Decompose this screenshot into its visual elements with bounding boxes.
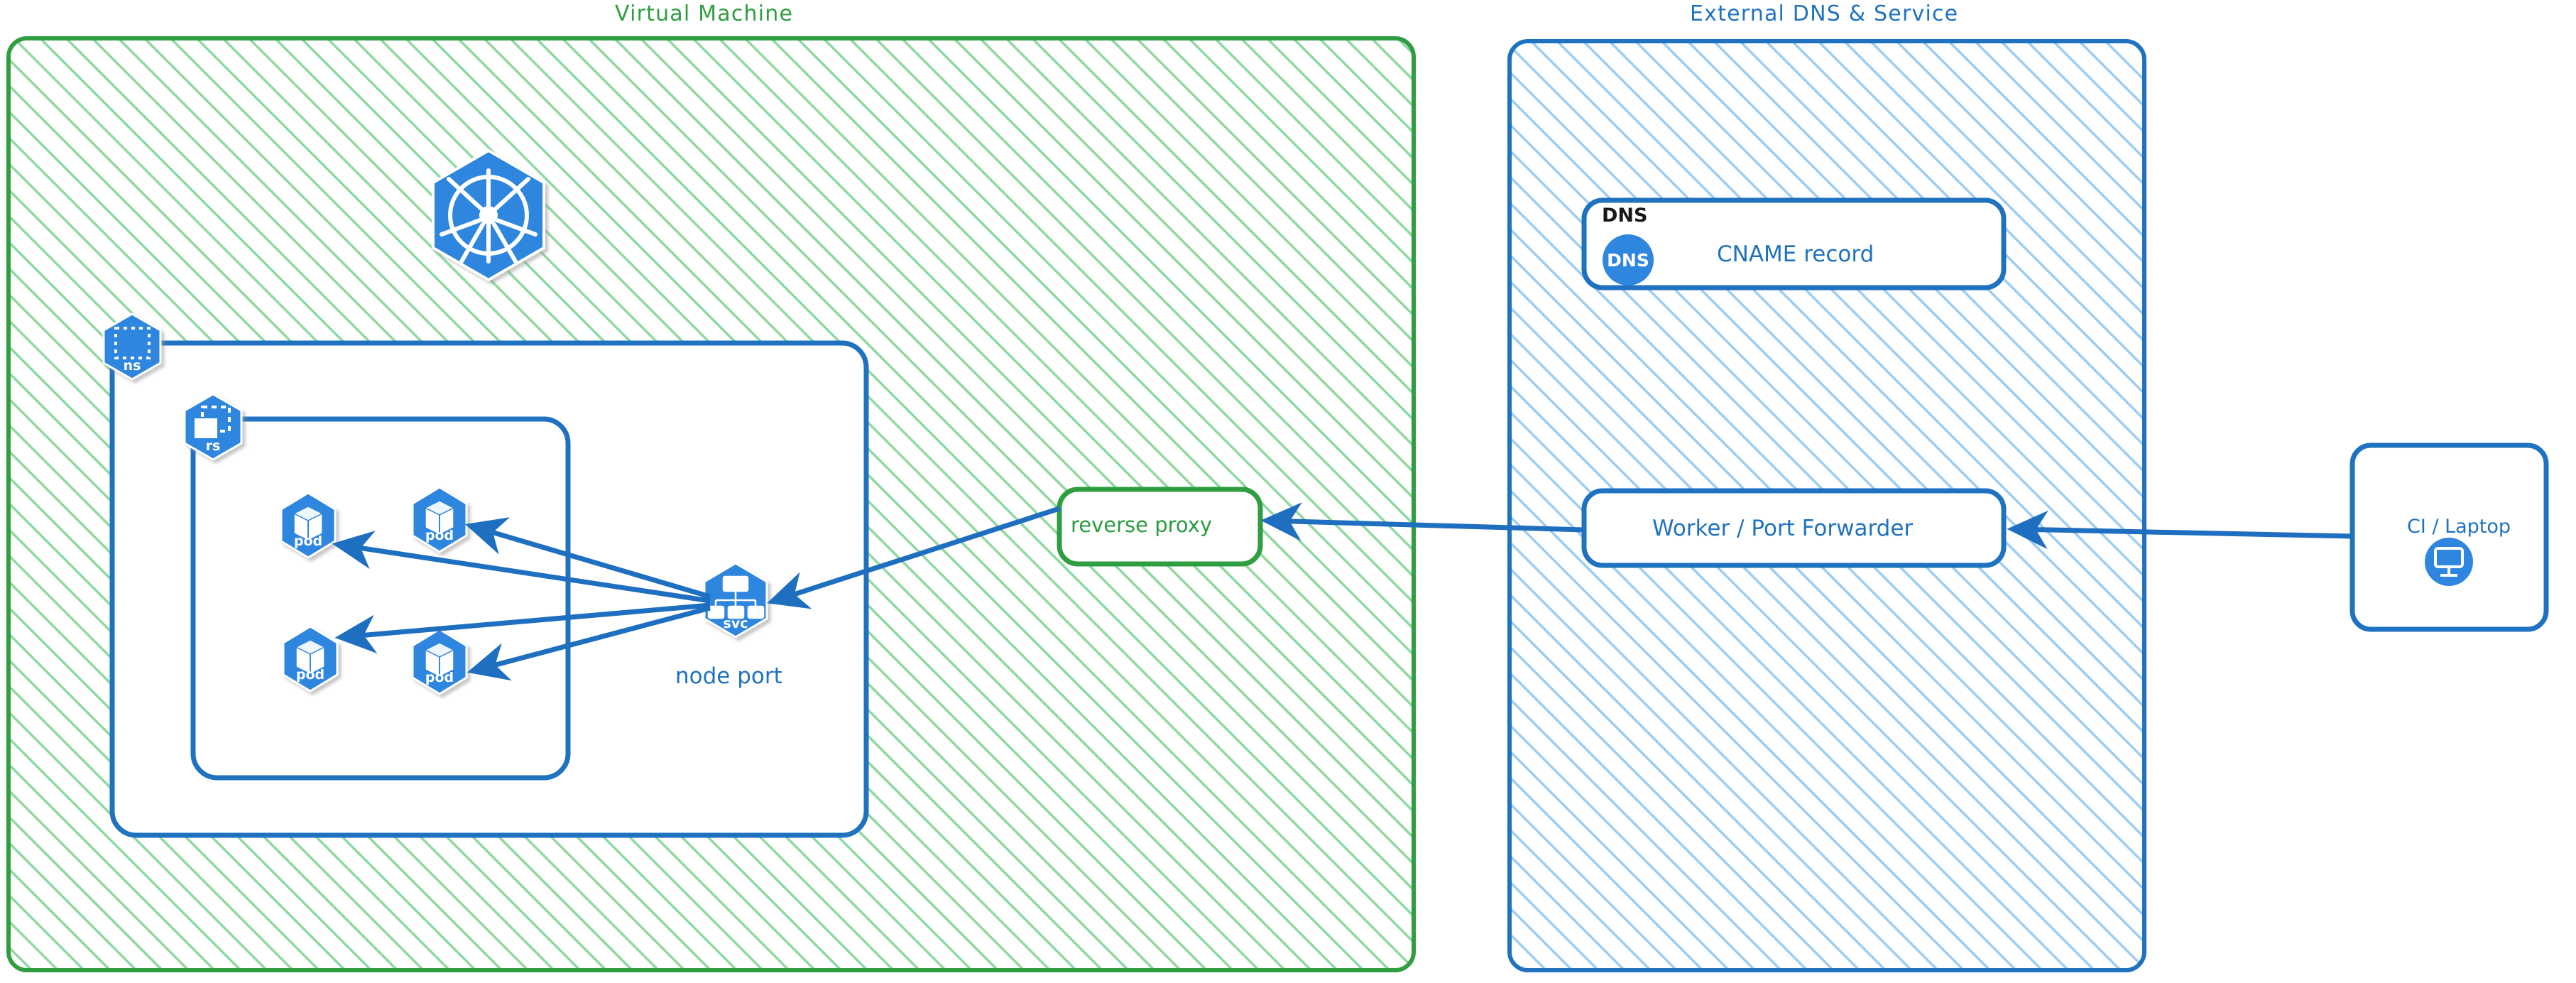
- monitor-circle-icon: [2425, 538, 2473, 586]
- k8s-pod-hexagon-icon: [411, 486, 468, 553]
- worker-port-forwarder-box[interactable]: [1581, 488, 2007, 568]
- dns-circle-icon: [1603, 234, 1654, 286]
- ci-laptop-box[interactable]: [2349, 442, 2549, 632]
- k8s-rs-hexagon-icon: [183, 393, 243, 461]
- reverse-proxy-box[interactable]: [1057, 487, 1263, 567]
- arrow-ci-laptop-to-worker: [2007, 510, 2353, 550]
- arrow-worker-to-reverse-proxy: [1260, 502, 1585, 541]
- k8s-pod-hexagon-icon: [411, 628, 468, 695]
- k8s-pod-hexagon-icon: [280, 492, 337, 559]
- service-to-pod-arrows: [332, 517, 711, 681]
- virtual-machine-title: Virtual Machine: [615, 1, 794, 26]
- external-dns-service-title: External DNS & Service: [1690, 1, 1959, 26]
- kubernetes-logo-icon: [432, 148, 545, 282]
- k8s-svc-hexagon-icon: [703, 562, 768, 639]
- k8s-ns-hexagon-icon: [102, 313, 162, 381]
- dns-card-box[interactable]: [1581, 197, 2007, 290]
- arrow-svc-to-pod-4: [466, 605, 711, 681]
- arrow-svc-to-pod-1: [332, 531, 711, 604]
- arrow-svc-to-pod-2: [464, 517, 711, 599]
- arrow-svc-to-pod-3: [334, 602, 711, 654]
- arrow-reverse-proxy-to-svc: [767, 506, 1061, 609]
- replicaset-container-box: [190, 416, 571, 781]
- k8s-pod-hexagon-icon: [282, 625, 339, 693]
